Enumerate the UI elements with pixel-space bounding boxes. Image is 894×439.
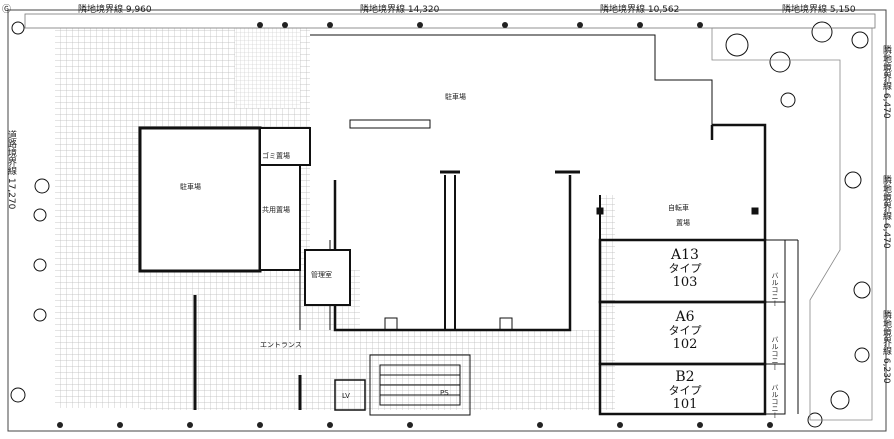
unit-number: 101 (672, 396, 698, 412)
ps-label: PS (440, 389, 449, 397)
bicycle-label-2: 置場 (676, 219, 690, 227)
boundary-label-right-2: 隣地境界線 6,470 (881, 175, 891, 249)
unit-type: B2 (675, 369, 695, 385)
balconies (764, 239, 799, 415)
parking-label: 駐車場 (445, 93, 466, 101)
boundary-label-top-1: 隣地境界線 9,960 (78, 5, 152, 15)
unit-number: 102 (672, 336, 698, 352)
boundary-label-right-3: 隣地境界線 6,230 (881, 310, 891, 384)
right-garden (711, 27, 873, 421)
unit-103: A13 タイプ 103 (655, 247, 715, 291)
storage-room-label: 共用置場 (262, 206, 290, 214)
boundary-label-top-4: 隣地境界線 5,150 (782, 5, 856, 15)
boundary-label-top-2: 隣地境界線 14,320 (360, 5, 440, 15)
boundary-label-left: 道路境界線 17,270 (6, 130, 16, 210)
lv-label: LV (342, 392, 350, 400)
hedge-top (24, 13, 876, 29)
management-room-label: 管理室 (311, 271, 332, 279)
unit-kind: タイプ (668, 384, 702, 398)
unit-101: B2 タイプ 101 (655, 369, 715, 413)
paved-ground (55, 28, 615, 410)
parking-room-label: 駐車場 (180, 183, 201, 191)
unit-kind: タイプ (668, 324, 702, 338)
corner-mark: Ⓖ (2, 5, 12, 15)
unit-type: A13 (671, 247, 699, 263)
parking-area (299, 34, 713, 332)
stair-core (193, 295, 471, 416)
entrance-label: エントランス (260, 341, 302, 349)
unit-number: 103 (672, 274, 698, 290)
unit-type: A6 (675, 309, 695, 325)
garbage-room-label: ゴミ置場 (262, 152, 290, 160)
small-shrubs (57, 22, 773, 428)
boundary-label-top-3: 隣地境界線 10,562 (600, 5, 680, 15)
left-building (138, 119, 431, 306)
balcony-label-3: バルコニー (771, 384, 779, 419)
balcony-label-1: バルコニー (771, 272, 779, 307)
unit-102: A6 タイプ 102 (655, 309, 715, 353)
balcony-label-2: バルコニー (771, 336, 779, 371)
boundary-label-right-1: 隣地境界線 6,470 (881, 45, 891, 119)
bicycle-label-1: 自転車 (668, 204, 689, 212)
unit-kind: タイプ (668, 262, 702, 276)
